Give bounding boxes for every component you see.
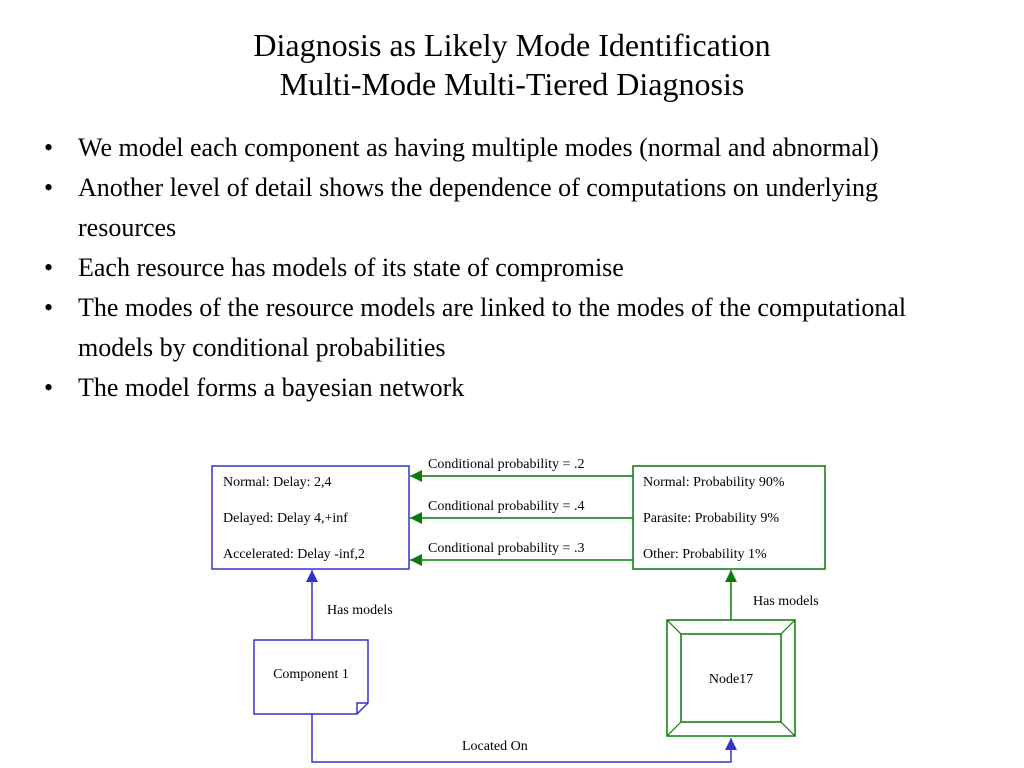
- bullet-list: We model each component as having multip…: [44, 128, 974, 408]
- component-mode-delayed: Delayed: Delay 4,+inf: [223, 511, 348, 526]
- slide-title: Diagnosis as Likely Mode Identification …: [0, 26, 1024, 104]
- component-mode-accelerated: Accelerated: Delay -inf,2: [223, 547, 365, 562]
- resource-mode-normal: Normal: Probability 90%: [643, 475, 785, 490]
- node17-bevel-tr: [780, 619, 796, 635]
- bullet-item: Another level of detail shows the depend…: [44, 168, 974, 248]
- component-1-fold: [356, 702, 368, 714]
- title-line-2: Multi-Mode Multi-Tiered Diagnosis: [279, 66, 745, 102]
- node17-bevel-br: [780, 721, 796, 737]
- bullet-item: We model each component as having multip…: [44, 128, 974, 168]
- node17-bevel-bl: [666, 721, 682, 737]
- has-models-label-right: Has models: [753, 594, 819, 609]
- bullet-text: Each resource has models of its state of…: [78, 253, 624, 282]
- bullet-text: Another level of detail shows the depend…: [78, 173, 879, 242]
- node17-inner: [680, 633, 782, 723]
- link-label-1: Conditional probability = .2: [428, 457, 584, 472]
- has-models-label-left: Has models: [327, 603, 393, 618]
- resource-mode-other: Other: Probability 1%: [643, 547, 767, 562]
- located-on-connector: [311, 714, 737, 763]
- bullet-text: We model each component as having multip…: [78, 133, 879, 162]
- link-label-3: Conditional probability = .3: [428, 541, 584, 556]
- bullet-item: Each resource has models of its state of…: [44, 248, 974, 288]
- bullet-text: The modes of the resource models are lin…: [78, 293, 907, 362]
- title-line-1: Diagnosis as Likely Mode Identification: [253, 27, 771, 63]
- node17-label: Node17: [709, 672, 753, 687]
- resource-mode-parasite: Parasite: Probability 9%: [643, 511, 779, 526]
- bullet-item: The modes of the resource models are lin…: [44, 288, 974, 368]
- link-label-2: Conditional probability = .4: [428, 499, 584, 514]
- component-1-shape: [253, 639, 369, 715]
- component-1-label: Component 1: [273, 667, 349, 682]
- node17-bevel-tl: [666, 619, 682, 635]
- located-on-label: Located On: [462, 739, 528, 754]
- component-mode-normal: Normal: Delay: 2,4: [223, 475, 331, 490]
- component-modes-box: [211, 465, 410, 570]
- bullet-item: The model forms a bayesian network: [44, 368, 974, 408]
- bullet-text: The model forms a bayesian network: [78, 373, 465, 402]
